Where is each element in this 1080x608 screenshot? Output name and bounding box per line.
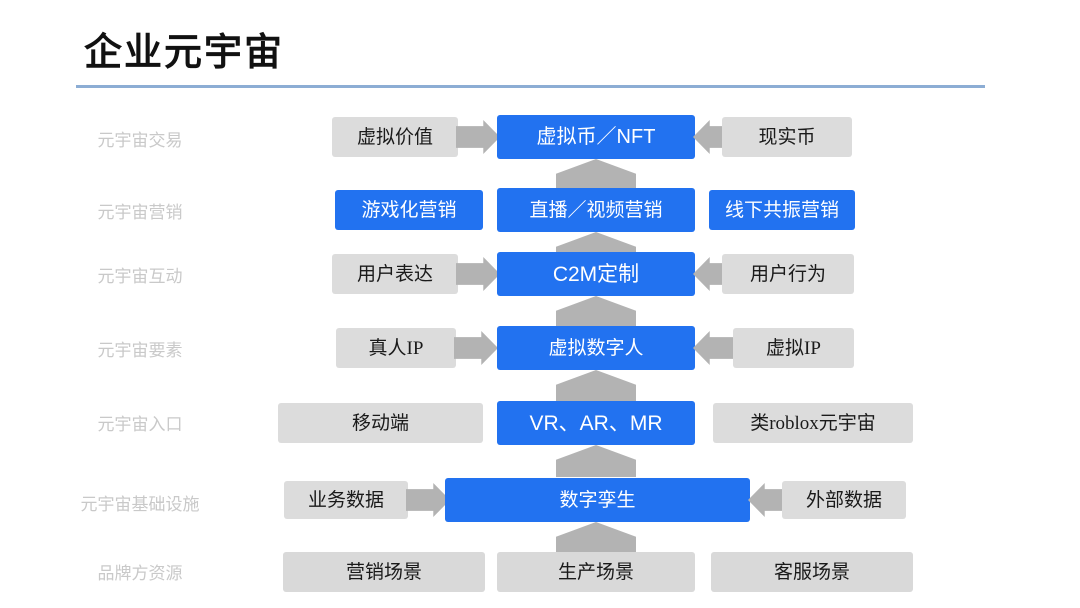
arrow-right-icon [454,331,498,365]
node-box[interactable]: 现实币 [722,117,852,157]
node-box[interactable]: 生产场景 [497,552,695,592]
node-box-highlight[interactable]: 数字孪生 [445,478,750,522]
up-connector-icon [556,445,636,477]
node-box[interactable]: 虚拟IP [733,328,854,368]
node-box-highlight[interactable]: VR、AR、MR [497,401,695,445]
node-box-highlight[interactable]: C2M定制 [497,252,695,296]
row-label-2: 元宇宙营销 [97,203,183,222]
up-connector-icon [556,159,636,191]
row-label-3: 元宇宙互动 [97,267,183,286]
up-connector-icon [556,296,636,328]
arrow-right-icon [456,120,500,154]
row-label-5: 元宇宙入口 [97,415,183,434]
row-label-1: 元宇宙交易 [97,131,183,150]
node-box-highlight[interactable]: 虚拟数字人 [497,326,695,370]
node-box[interactable]: 客服场景 [711,552,913,592]
arrow-right-icon [456,257,500,291]
node-box-highlight[interactable]: 线下共振营销 [709,190,855,230]
node-box[interactable]: 类roblox元宇宙 [713,403,913,443]
node-box[interactable]: 业务数据 [284,481,408,519]
arrow-left-icon [693,331,737,365]
node-box[interactable]: 营销场景 [283,552,485,592]
node-box[interactable]: 虚拟价值 [332,117,458,157]
arrow-right-icon [406,483,450,517]
title-divider [76,85,985,88]
node-box[interactable]: 外部数据 [782,481,906,519]
row-label-4: 元宇宙要素 [97,341,183,360]
node-box[interactable]: 用户行为 [722,254,854,294]
node-box[interactable]: 用户表达 [332,254,458,294]
node-box-highlight[interactable]: 虚拟币／NFT [497,115,695,159]
row-label-7: 品牌方资源 [97,564,183,583]
row-label-6: 元宇宙基础设施 [80,495,200,514]
node-box[interactable]: 移动端 [278,403,483,443]
node-box[interactable]: 真人IP [336,328,456,368]
up-connector-icon [556,370,636,402]
up-connector-icon [556,522,636,554]
page-title: 企业元宇宙 [84,32,285,74]
node-box-highlight[interactable]: 直播／视频营销 [497,188,695,232]
node-box-highlight[interactable]: 游戏化营销 [335,190,483,230]
